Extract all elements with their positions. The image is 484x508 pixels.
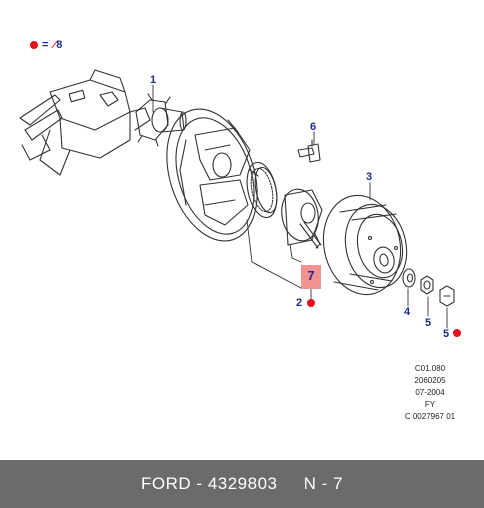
bolt	[297, 139, 321, 163]
callout-5-cap: 5	[443, 328, 450, 340]
leader-lines	[246, 219, 312, 301]
legend: = ⁄ 8	[30, 37, 62, 53]
footer-separator: -	[191, 474, 208, 493]
footer-gap	[278, 474, 304, 494]
abs-ring	[246, 161, 278, 219]
diagram-canvas: = ⁄ 8 1 6 3 7 2 4 5 5 C01.080 2060205 07…	[19, 37, 470, 423]
torque-icon: ⁄	[53, 39, 56, 51]
callout-2: 2	[296, 297, 303, 309]
brake-drum	[322, 194, 408, 296]
callout-1: 1	[150, 74, 157, 86]
stub-axle	[135, 93, 187, 147]
reference-code: 07-2004	[415, 388, 445, 397]
legend-value: 8	[56, 39, 63, 51]
callout-5-nut: 5	[425, 317, 432, 329]
nut	[420, 275, 434, 295]
callout-7: 7	[307, 268, 315, 283]
callout-6: 6	[310, 121, 317, 133]
legend-marker-dot	[30, 41, 38, 49]
cap-nut	[439, 285, 455, 307]
highlight-box	[301, 265, 321, 289]
marker-dot-5	[453, 329, 461, 337]
axle-arm	[19, 69, 151, 176]
legend-equals: =	[42, 39, 49, 51]
footer-bar: FORD - 4329803 N - 7	[0, 460, 484, 508]
callout-leaders	[152, 84, 448, 329]
footer-brand: FORD	[141, 474, 192, 493]
reference-codes: C01.080 2060205 07-2004 FY C 0027967 01	[390, 363, 470, 423]
footer-position: N - 7	[303, 474, 343, 493]
footer-part-number: 4329803	[207, 474, 278, 493]
marker-dot-2	[307, 299, 315, 307]
callout-4: 4	[404, 306, 411, 318]
exploded-assembly-drawing	[19, 69, 455, 329]
reference-code: FY	[424, 400, 436, 409]
reference-code: C01.080	[414, 364, 446, 373]
callout-3: 3	[366, 171, 373, 183]
reference-code: C 0027967 01	[404, 412, 456, 421]
backing-plate	[166, 108, 259, 242]
reference-code: 2060205	[414, 376, 446, 385]
washer	[402, 268, 416, 288]
hub-flange	[281, 188, 323, 249]
